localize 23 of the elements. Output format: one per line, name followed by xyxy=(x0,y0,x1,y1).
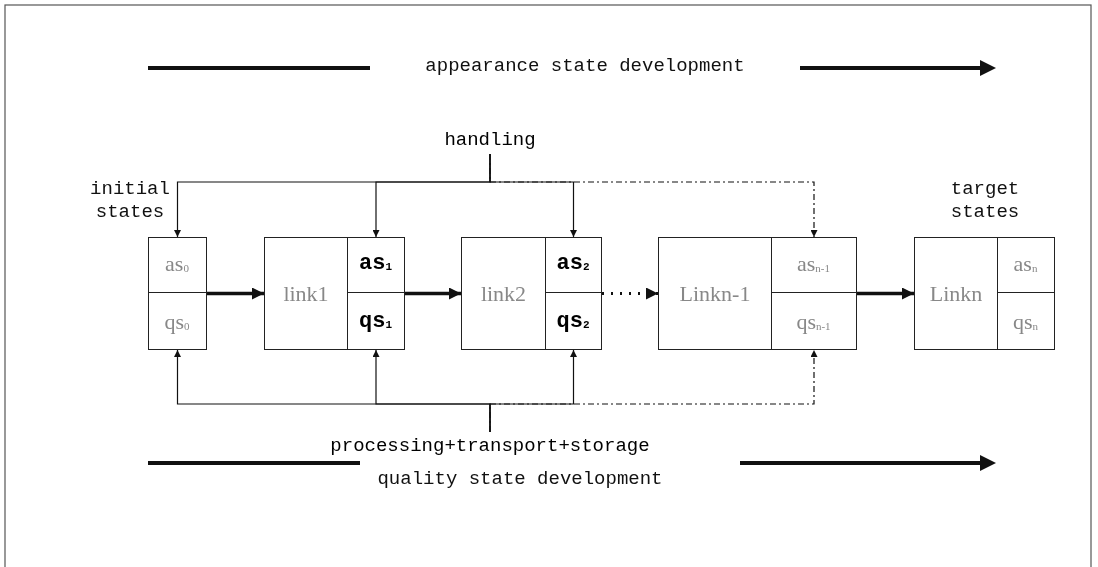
link-box xyxy=(658,237,772,350)
flow-label-text: processing+transport+storage xyxy=(330,435,650,457)
link-label: link2 xyxy=(480,282,527,305)
state-column xyxy=(347,237,405,350)
arrow xyxy=(207,287,264,300)
state-column xyxy=(148,237,207,350)
flow-label-text: handling xyxy=(444,129,536,151)
arrow xyxy=(489,349,818,433)
text-label: initial states xyxy=(89,178,171,224)
link-box xyxy=(264,237,348,350)
state-column xyxy=(545,237,602,350)
state-column xyxy=(771,237,857,350)
state-column xyxy=(997,237,1055,350)
link-box xyxy=(914,237,998,350)
arrow xyxy=(602,287,658,300)
arrow xyxy=(405,287,461,300)
link-label: link1 xyxy=(283,282,329,305)
link-box xyxy=(461,237,546,350)
link-label: Linkn xyxy=(929,282,983,305)
link-label: Linkn-1 xyxy=(679,282,751,305)
arrow xyxy=(857,287,914,300)
text-label: target states xyxy=(949,178,1021,224)
arrow xyxy=(489,153,818,238)
